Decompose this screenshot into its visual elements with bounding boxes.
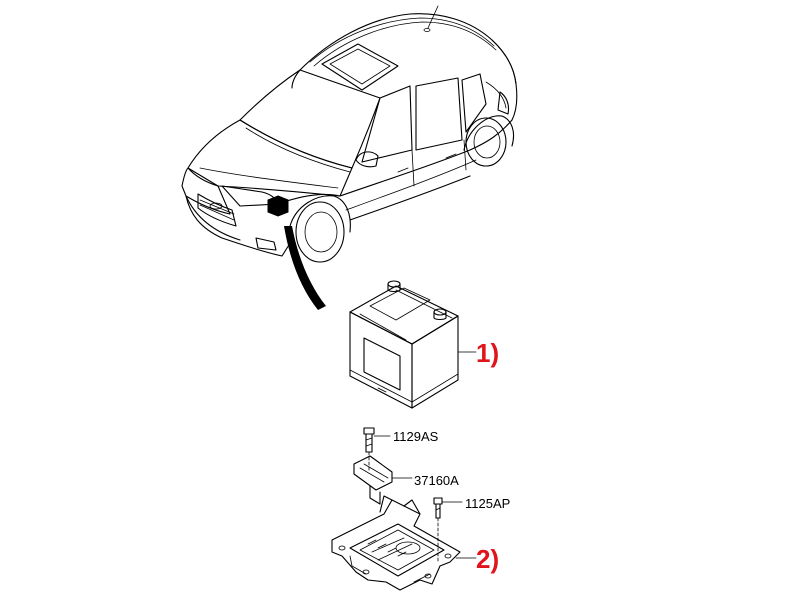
battery-illustration <box>349 280 477 409</box>
part-label-37160a: 37160A <box>414 473 459 488</box>
part-label-1129as: 1129AS <box>393 429 439 444</box>
callout-battery: 1) <box>476 338 499 368</box>
part-label-1125ap: 1125AP <box>465 496 510 511</box>
car-illustration <box>181 5 518 310</box>
battery-tray-illustration <box>331 495 477 591</box>
bracket-37160a <box>353 455 413 505</box>
bolt-1125ap <box>433 497 463 563</box>
callout-tray: 2) <box>476 544 499 574</box>
bolt-1129as <box>363 427 391 471</box>
leader-arrow <box>284 226 326 310</box>
battery-location-marker <box>267 195 289 217</box>
